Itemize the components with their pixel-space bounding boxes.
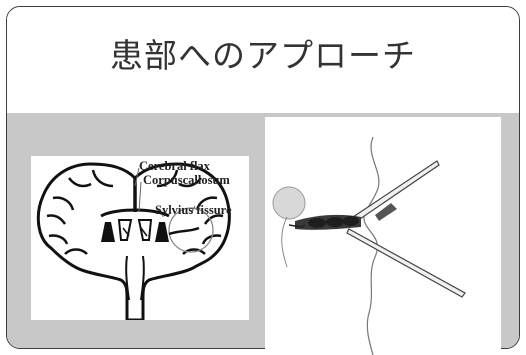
slide-title: 患部へのアプローチ: [7, 29, 519, 77]
lesion-circle: [273, 187, 305, 219]
corridor-segment-2: [326, 217, 344, 227]
label-cerebral-flax: Cerebral flax: [139, 160, 210, 173]
corridor-segment-3: [343, 216, 359, 226]
right-ventricle: [139, 220, 151, 240]
corpus-leader: [139, 182, 141, 212]
brainstem: [126, 256, 144, 300]
lower-retractor: [347, 229, 465, 297]
title-area: 患部へのアプローチ: [7, 7, 519, 111]
deep-surface-line: [282, 217, 287, 267]
surgical-approach-illustration: [265, 117, 501, 355]
left-nucleus: [101, 222, 115, 242]
right-nucleus: [155, 222, 169, 242]
label-corpus-callosum: Corpuscallosum: [143, 174, 230, 187]
corridor-segment-1: [308, 218, 326, 228]
surgical-approach-panel: [265, 117, 501, 355]
ventricle-hatching: [123, 228, 147, 236]
sylvius-fissure: [169, 228, 199, 234]
label-sylvius-fissure: Sylvius fissure: [155, 204, 232, 217]
upper-retractor: [353, 161, 439, 221]
brain-section-panel: Cerebral flax Corpuscallosum Sylvius fis…: [31, 156, 249, 320]
